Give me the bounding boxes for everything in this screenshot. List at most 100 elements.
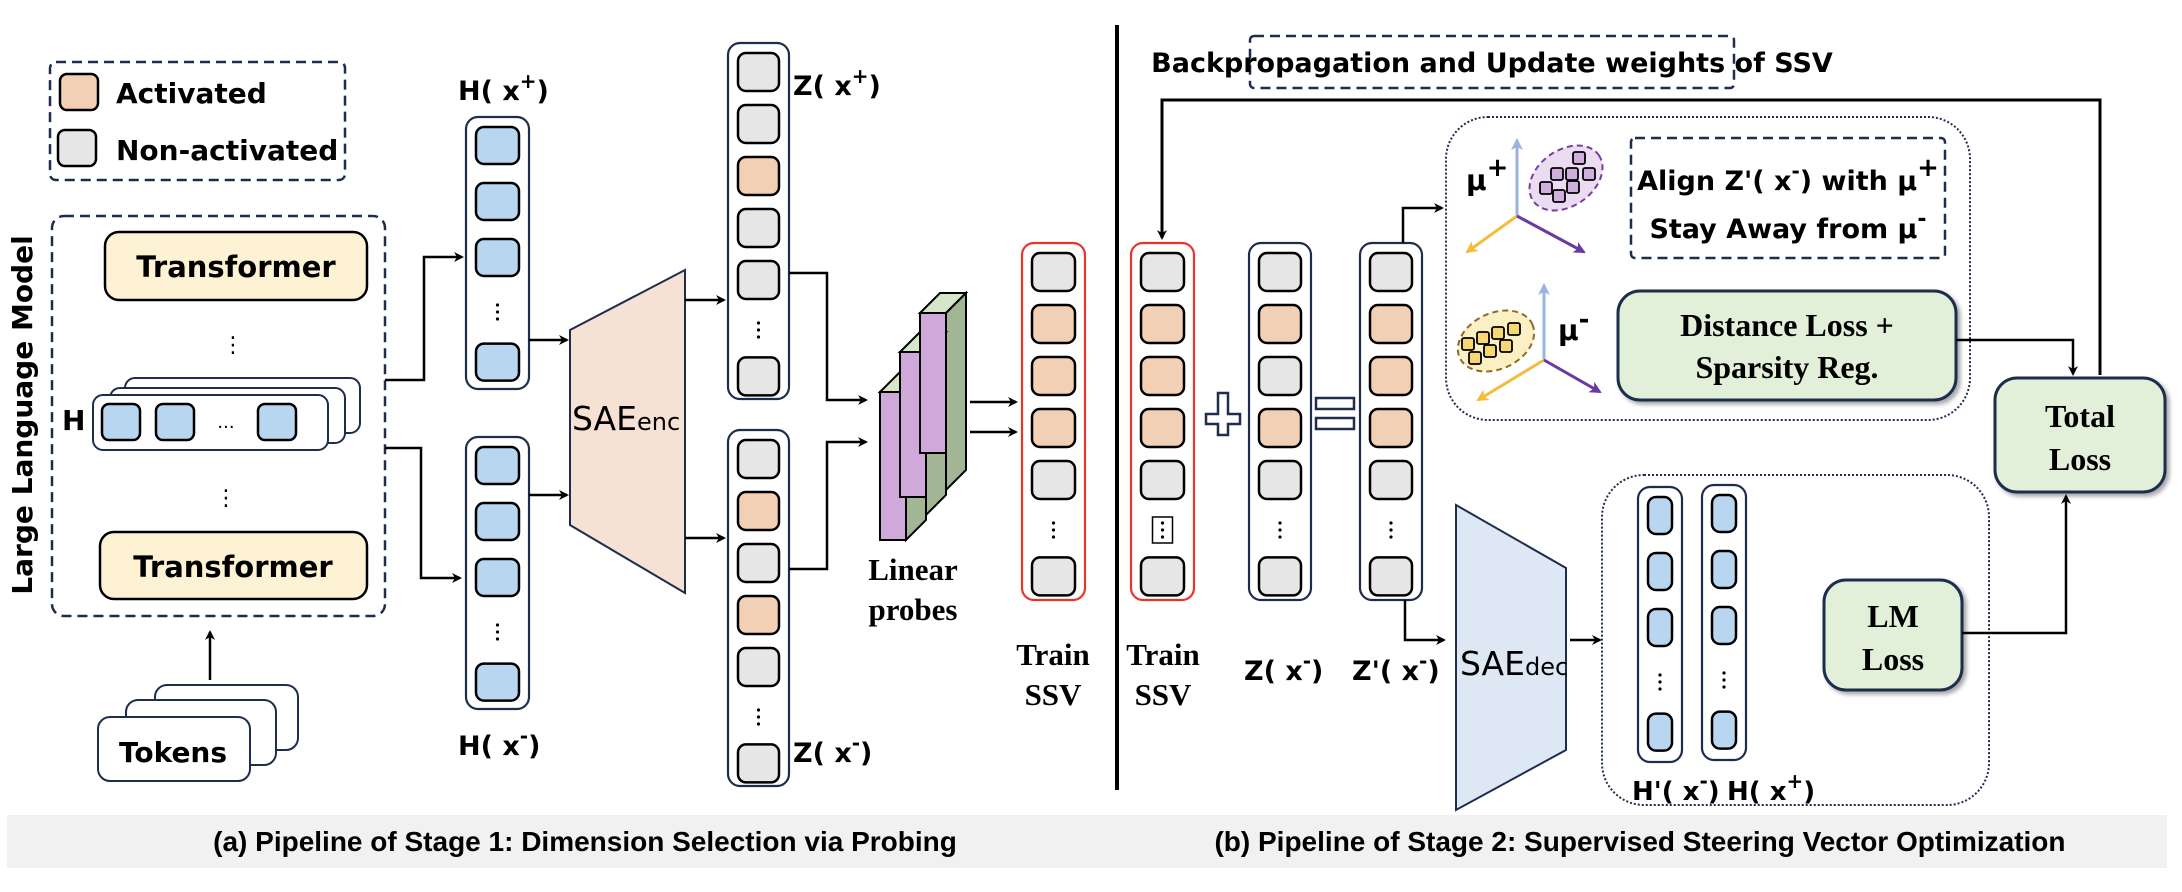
hidden-cell [1646,607,1674,648]
layer-ellipsis-top: ⋮ [222,333,244,358]
cluster-point [1468,351,1482,365]
non-activated-cell [736,207,781,249]
arrow-llm-to-hneg [385,446,462,583]
non-activated-cell [1257,251,1303,293]
ellipsis-dot [1278,528,1282,532]
caption-band [7,815,2167,868]
hidden-cell [1710,710,1738,750]
probes-label-1: Linear [868,552,958,587]
hidden-cell [1710,549,1738,590]
non-activated-cell [736,356,781,397]
h-prime-label: H'( x-) [1632,769,1720,807]
non-activated-cell [1139,556,1186,597]
activated-cell [736,594,781,636]
non-activated-cell [1030,459,1077,501]
ellipsis-dot [495,637,500,641]
ellipsis-dot [756,715,761,719]
ellipsis-dot [1722,671,1726,675]
lm-loss-line-2: Loss [1862,641,1924,677]
legend-non-activated-swatch [56,128,98,168]
activated-cell [1368,303,1414,345]
hidden-cell [1646,712,1674,752]
non-activated-cell [736,542,781,584]
hidden-cell [474,125,521,166]
non-activated-cell [1368,459,1414,501]
hidden-cell [1646,551,1674,592]
activated-cell [1030,303,1077,345]
arrow-llm-to-hpos [385,252,464,382]
ellipsis-dot [1389,528,1393,532]
non-activated-cell [736,259,781,301]
total-loss-line-2: Loss [2049,441,2111,477]
negative-cluster-icon [1456,309,1536,373]
non-activated-cell [736,103,781,145]
mu-neg-axes [1456,283,1602,402]
ellipsis-dot [1051,528,1056,532]
sae-dec-main: SAE [1460,644,1525,683]
ellipsis-dot [756,328,761,332]
sae-decoder: SAEdec [1455,503,1568,812]
distance-loss-line-2: Sparsity Reg. [1695,349,1878,385]
z-pos-column [726,41,791,401]
non-activated-cell [1139,459,1186,501]
activated-cell [1257,303,1303,345]
ellipsis-dot [495,623,500,627]
non-activated-cell [1368,251,1414,293]
total-loss-line-1: Total [2045,398,2115,434]
arrow-distance-to-total [1956,338,2078,376]
ellipsis-dot [1722,685,1726,689]
h-label: H [62,404,85,437]
h-pos-label-s2: H( x+) [1727,769,1815,807]
ellipsis-dot [1722,678,1726,682]
z-neg-column-stage2 [1247,241,1313,602]
ellipsis-dot [1658,673,1662,677]
sae-enc-main: SAE [572,399,637,438]
activated-cell [1030,355,1077,397]
non-activated-cell [1139,251,1186,293]
cluster-point [1476,331,1490,345]
llm-label: Large Language Model [6,235,39,594]
activated-cell [1368,355,1414,397]
ellipsis-dot [1160,535,1165,539]
hidden-ellipsis: ... [217,412,234,433]
ellipsis-dot [1051,521,1056,525]
train-ssv-label-2a: Train [1126,637,1200,672]
svg-text:SAEenc: SAEenc [572,399,680,438]
transformer-top-label: Transformer [136,250,336,284]
ellipsis-dot [756,722,761,726]
ellipsis-dot [495,630,500,634]
activated-cell [736,155,781,197]
distance-loss-box [1616,289,1958,402]
z-prime-column [1358,241,1424,602]
cluster-point [1539,181,1553,195]
transformer-top [103,230,369,302]
hidden-cell [1710,605,1738,646]
cluster-point [1491,326,1505,340]
backprop-loop-arrow [1157,98,2102,375]
cluster-point [1483,344,1497,358]
sae-enc-sub: enc [637,408,680,436]
cluster-point [1550,167,1564,181]
cluster-point [1461,337,1475,351]
mu-neg-label: μ- [1558,305,1589,347]
arrow-lm-to-total [1962,494,2071,635]
non-activated-cell [1368,556,1414,597]
ellipsis-dot [1658,680,1662,684]
backprop-label: Backpropagation and Update weights of SS… [1151,48,1833,79]
total-loss-box [1993,376,2167,494]
hidden-cell [474,181,521,222]
mu-pos-label: μ+ [1466,153,1508,197]
activated-cell [1139,407,1186,449]
non-activated-cell [1257,355,1303,397]
ellipsis-dot [756,708,761,712]
hidden-cell [474,237,521,278]
hidden-cell [474,501,521,542]
positive-cluster-icon [1528,144,1604,212]
hidden-cell [474,662,521,702]
ellipsis-dot [1278,535,1282,539]
activated-cell [1139,303,1186,345]
hidden-cell [1710,493,1738,534]
non-activated-cell [1257,556,1303,597]
tokens-stack: Tokens [97,630,299,782]
